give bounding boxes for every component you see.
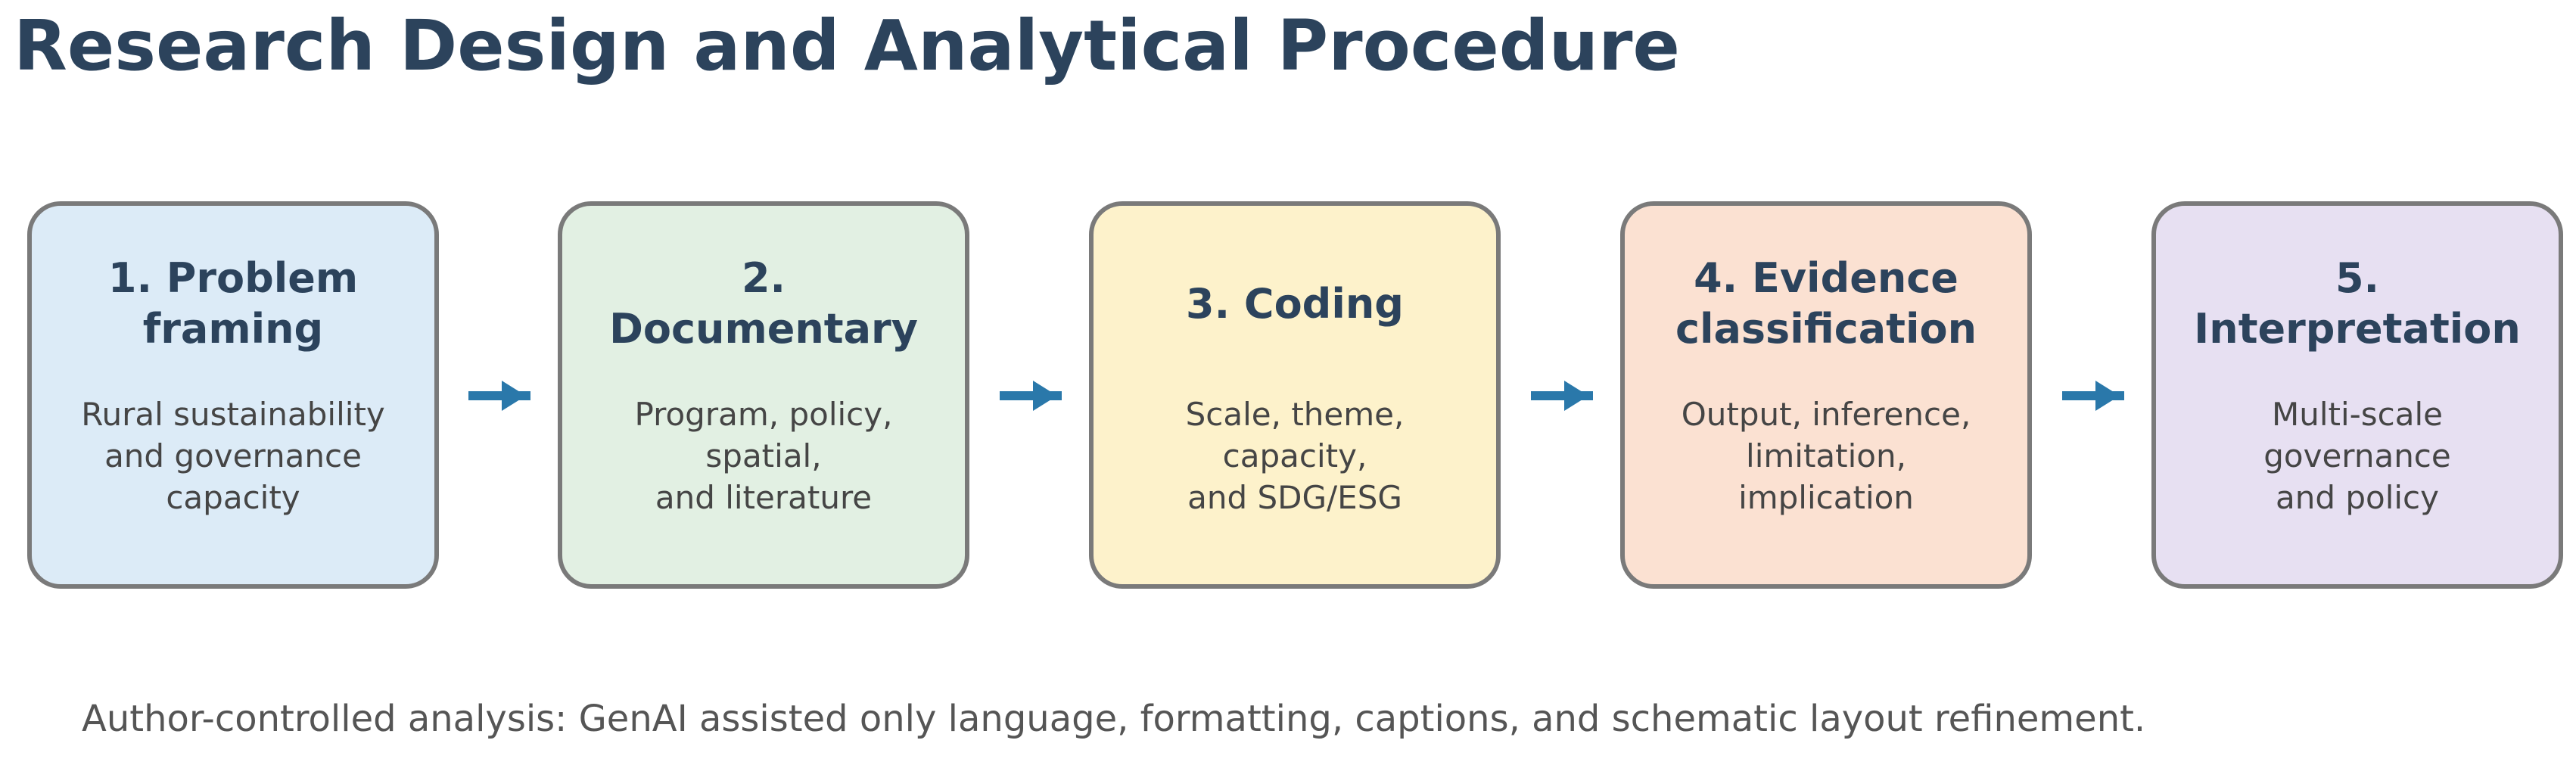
arrow-right-icon: [468, 381, 530, 411]
step-box-coding: 3. Coding Scale, theme, capacity, and SD…: [1089, 201, 1501, 589]
step-box-documentary: 2. Documentary Program, policy, spatial,…: [558, 201, 969, 589]
step-box-evidence-classification: 4. Evidence classification Output, infer…: [1620, 201, 2032, 589]
arrow-right-icon: [1000, 381, 1062, 411]
step-title: 5. Interpretation: [2194, 254, 2521, 353]
step-box-interpretation: 5. Interpretation Multi-scale governance…: [2151, 201, 2563, 589]
step-description: Output, inference, limitation, implicati…: [1681, 396, 1971, 516]
step-description: Scale, theme, capacity, and SDG/ESG: [1185, 396, 1405, 516]
step-title: 1. Problem framing: [107, 254, 359, 353]
step-title: 2. Documentary: [609, 254, 918, 353]
arrow-right-icon: [2062, 381, 2124, 411]
arrow-right-icon: [1531, 381, 1593, 411]
step-description: Multi-scale governance and policy: [2263, 396, 2451, 516]
page-title: Research Design and Analytical Procedure: [14, 5, 1680, 86]
step-title: 4. Evidence classification: [1675, 254, 1977, 353]
footer-note: Author-controlled analysis: GenAI assist…: [82, 698, 2146, 740]
step-title: 3. Coding: [1186, 279, 1404, 328]
step-box-problem-framing: 1. Problem framing Rural sustainability …: [27, 201, 439, 589]
step-description: Rural sustainability and governance capa…: [81, 396, 385, 516]
step-description: Program, policy, spatial, and literature: [634, 396, 893, 516]
